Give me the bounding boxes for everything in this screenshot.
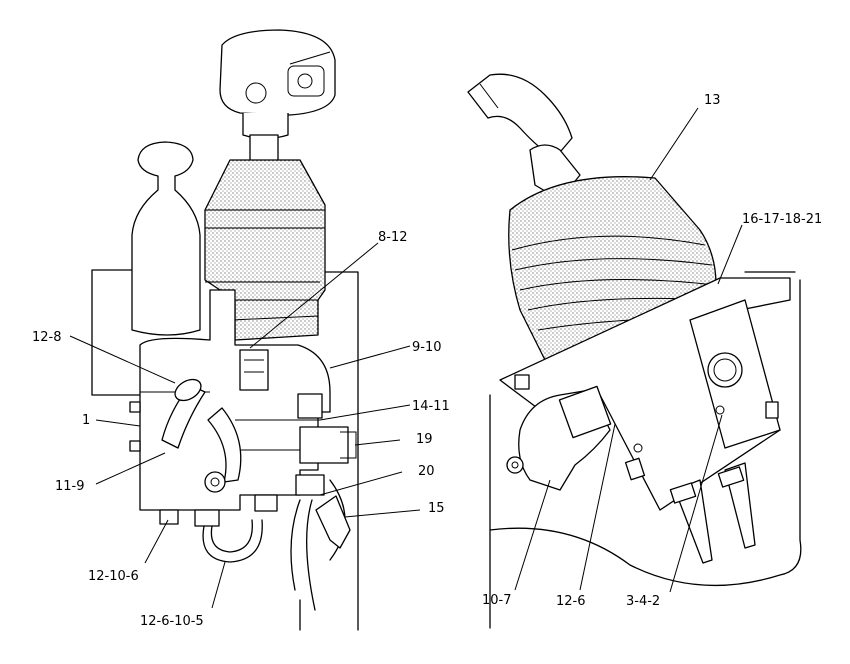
- right-view-joystick-assembly: [467, 73, 802, 629]
- callout-20: 20: [418, 464, 435, 479]
- handle-grip: [467, 73, 573, 159]
- mounting-panel: [489, 271, 802, 629]
- callout-11-9: 11-9: [55, 479, 85, 494]
- callout-13: 13: [704, 93, 721, 108]
- callout-12-8: 12-8: [32, 330, 62, 345]
- valve-block: [139, 289, 331, 511]
- callout-8-12: 8-12: [378, 230, 408, 245]
- elbow-fitting-center: [207, 407, 242, 483]
- callout-12-6-10-5: 12-6-10-5: [140, 614, 204, 629]
- callout-1: 1: [82, 413, 90, 428]
- leader-lines: [69, 107, 743, 609]
- mounting-plate: [91, 269, 359, 631]
- joystick-knob: [219, 29, 336, 116]
- elbow-fitting-left: [161, 384, 206, 449]
- callout-15: 15: [428, 501, 445, 516]
- lever-bottle: [131, 141, 201, 336]
- hose-loop: [202, 519, 263, 563]
- elbow-fitting-15: [315, 495, 351, 549]
- callout-14-11: 14-11: [412, 399, 450, 414]
- callout-3-4-2: 3-4-2: [626, 594, 660, 609]
- callout-12-6: 12-6: [556, 594, 586, 609]
- left-view-joystick-assembly: [91, 29, 359, 631]
- callout-labels: 8-12 12-8 9-10 14-11 1 19 11-9 20 15 12-…: [32, 93, 822, 629]
- callout-19: 19: [416, 432, 433, 447]
- callout-9-10: 9-10: [412, 340, 442, 355]
- callout-10-7: 10-7: [482, 593, 512, 608]
- callout-16-17-18-21: 16-17-18-21: [742, 212, 822, 227]
- callout-12-10-6: 12-10-6: [88, 569, 139, 584]
- knob-button: [245, 82, 267, 104]
